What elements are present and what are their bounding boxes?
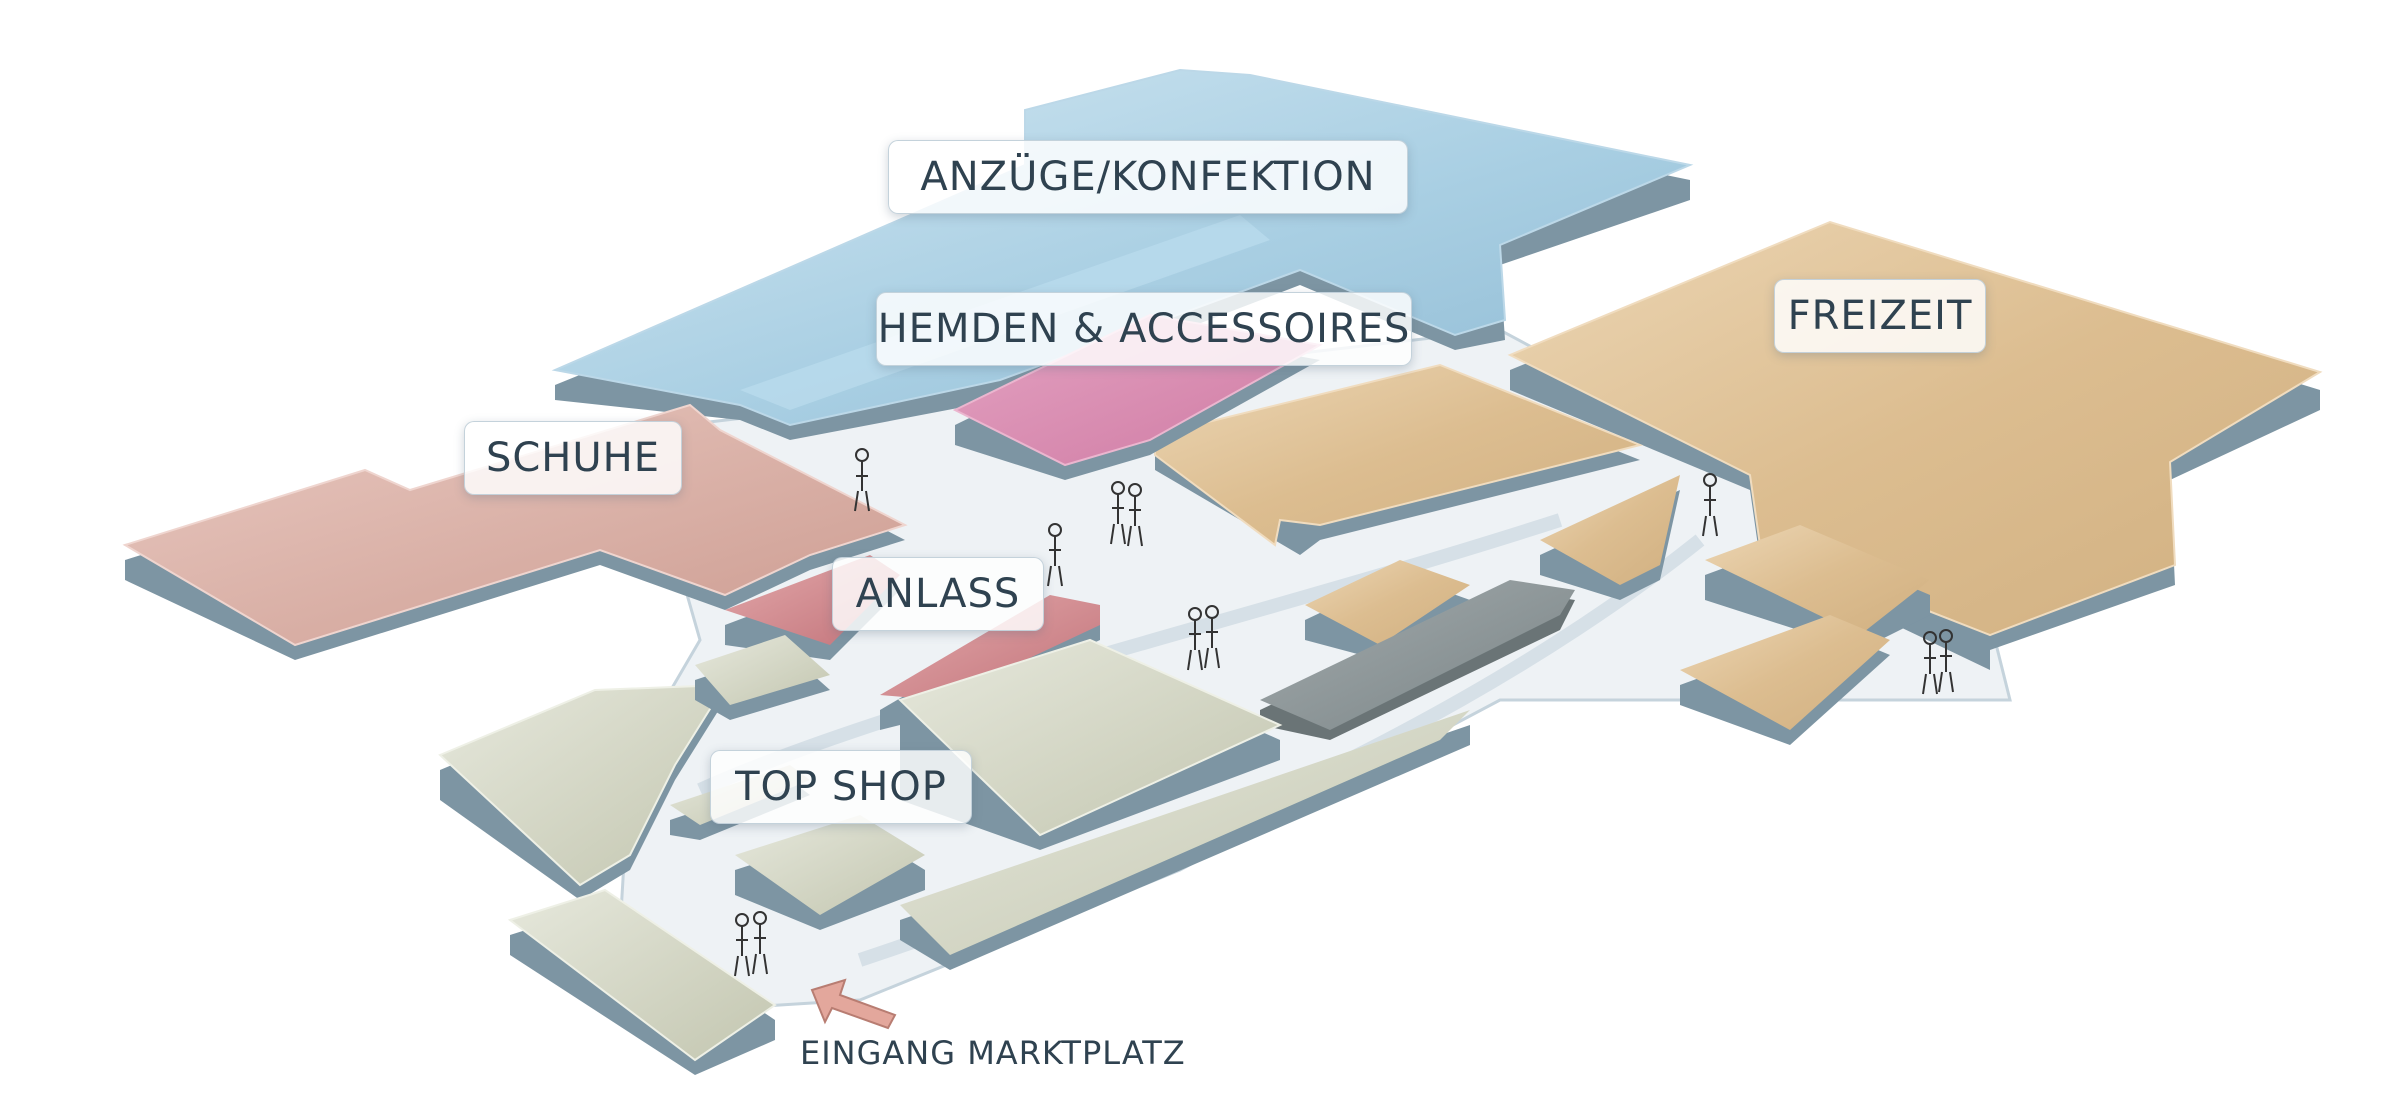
label-top-shop[interactable]: TOP SHOP <box>710 750 972 824</box>
label-anzuege-konfektion[interactable]: ANZÜGE/KONFEKTION <box>888 140 1408 214</box>
label-freizeit[interactable]: FREIZEIT <box>1774 279 1986 353</box>
person-figure <box>1938 629 1954 693</box>
entrance-arrow-icon <box>810 978 897 1030</box>
person-figure <box>734 913 750 977</box>
area-freizeit[interactable] <box>1154 220 2323 745</box>
entrance-label: EINGANG MARKTPLATZ <box>800 1034 1186 1072</box>
label-anlass[interactable]: ANLASS <box>832 557 1044 631</box>
person-figure <box>854 448 870 512</box>
person-figure <box>1922 631 1938 695</box>
person-figure <box>1110 481 1126 545</box>
person-figure <box>1702 473 1718 537</box>
area-schuhe[interactable] <box>122 403 908 660</box>
label-hemden-accessoires[interactable]: HEMDEN & ACCESSOIRES <box>876 292 1412 366</box>
label-schuhe[interactable]: SCHUHE <box>464 421 682 495</box>
person-figure <box>1187 607 1203 671</box>
person-figure <box>752 911 768 975</box>
person-figure <box>1047 523 1063 587</box>
area-service-block <box>1260 580 1575 740</box>
people-figures <box>734 448 1954 977</box>
person-figure <box>1204 605 1220 669</box>
person-figure <box>1127 483 1143 547</box>
